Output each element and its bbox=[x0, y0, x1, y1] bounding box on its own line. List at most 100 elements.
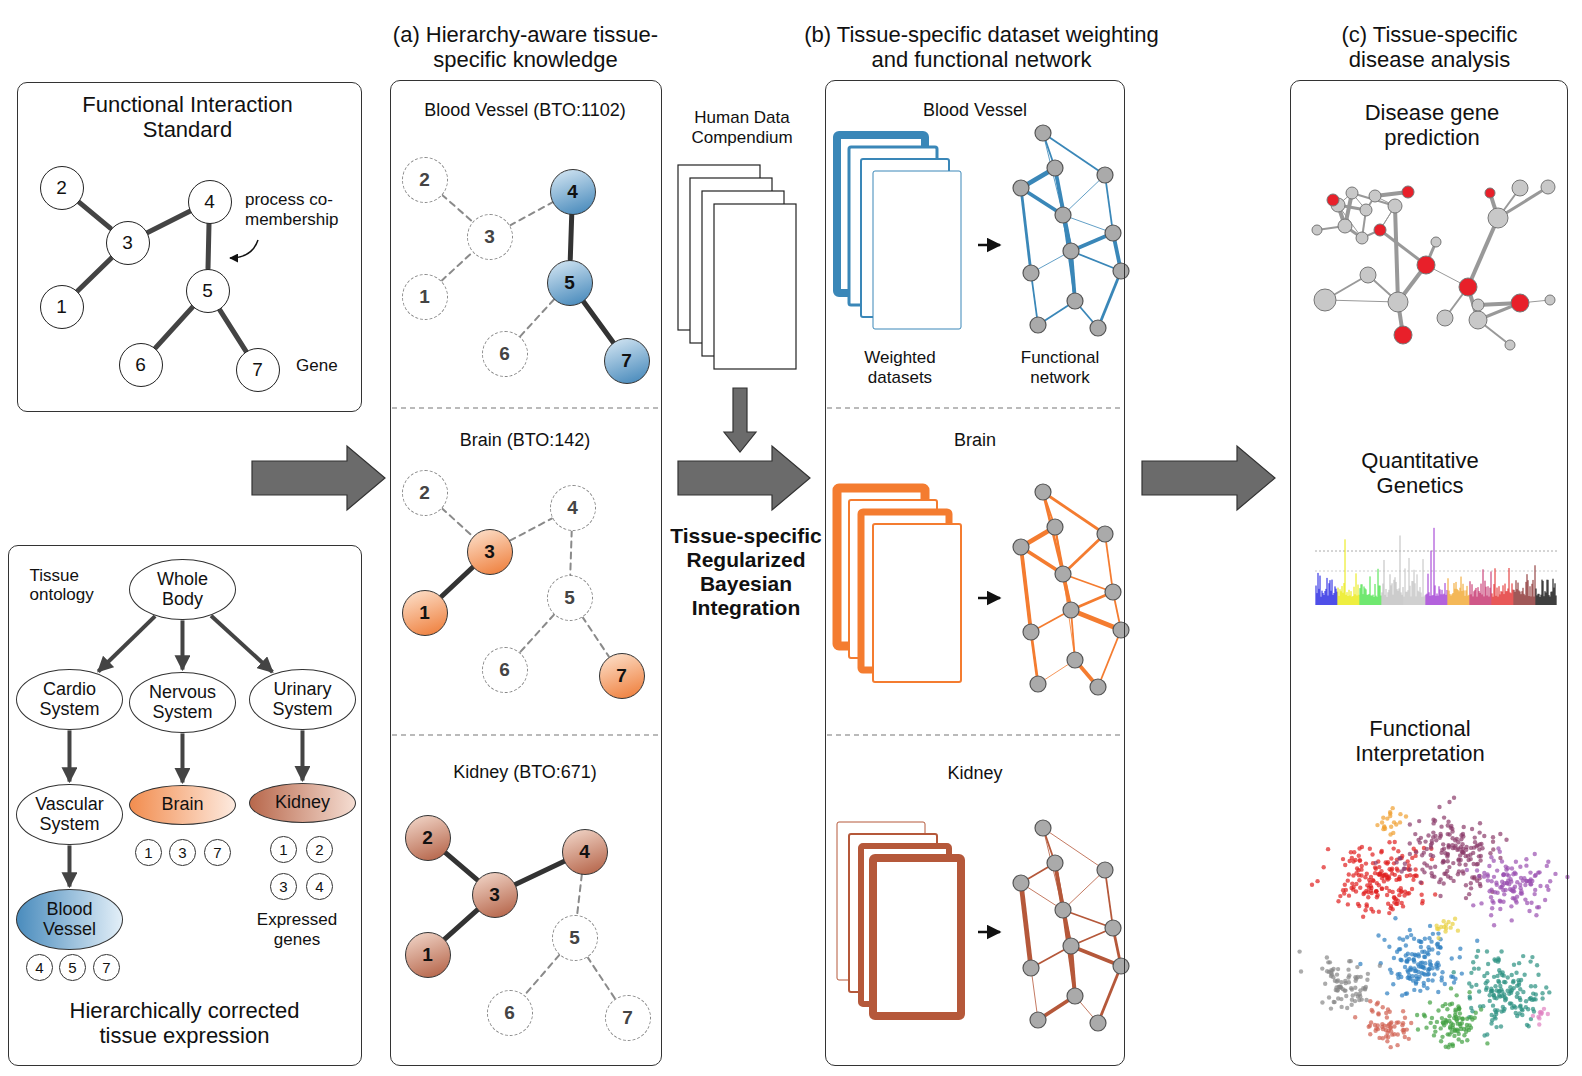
manhattan-plot bbox=[1503, 585, 1504, 605]
manhattan-plot bbox=[1449, 591, 1450, 605]
cluster-plot bbox=[1502, 872, 1506, 876]
cluster-plot bbox=[1448, 1025, 1452, 1029]
cluster-plot bbox=[1451, 879, 1455, 883]
cluster-plot bbox=[1436, 941, 1440, 945]
manhattan-plot bbox=[1534, 597, 1535, 605]
cluster-plot bbox=[1487, 889, 1491, 893]
cluster-plot bbox=[1517, 961, 1521, 965]
cluster-plot bbox=[1403, 1035, 1407, 1039]
cluster-plot bbox=[1439, 1026, 1443, 1030]
gene-circle: 2 bbox=[306, 836, 333, 863]
cluster-plot bbox=[1469, 984, 1473, 988]
functional-network bbox=[1030, 1012, 1046, 1028]
cluster-plot bbox=[1536, 870, 1540, 874]
panel-box: (c) Tissue-specific disease analysis bbox=[1290, 80, 1568, 1066]
cluster-plot bbox=[1460, 842, 1464, 846]
cluster-plot bbox=[1368, 1032, 1372, 1036]
cluster-plot bbox=[1398, 812, 1402, 816]
tissue-ellipse: Whole Body bbox=[129, 559, 237, 621]
cluster-plot bbox=[1393, 873, 1397, 877]
cluster-plot bbox=[1440, 1035, 1444, 1039]
manhattan-plot bbox=[1427, 594, 1428, 605]
connector bbox=[587, 957, 615, 999]
disease-network bbox=[1469, 311, 1487, 329]
cluster-plot bbox=[1450, 1030, 1454, 1034]
disease-network bbox=[1346, 187, 1358, 199]
cluster-plot bbox=[1387, 911, 1391, 915]
cluster-plot bbox=[1385, 991, 1389, 995]
cluster-plot bbox=[1512, 963, 1516, 967]
weighted-dataset bbox=[873, 171, 961, 329]
cluster-plot bbox=[1500, 990, 1504, 994]
gene-circle: 5 bbox=[552, 915, 598, 961]
manhattan-plot bbox=[1500, 594, 1501, 605]
cluster-plot bbox=[1474, 955, 1478, 959]
cluster-plot bbox=[1405, 958, 1409, 962]
cluster-plot bbox=[1462, 1033, 1466, 1037]
cluster-plot bbox=[1422, 1013, 1426, 1017]
functional-network bbox=[1105, 870, 1113, 928]
block-arrow bbox=[678, 446, 810, 510]
cluster-plot bbox=[1474, 1011, 1478, 1015]
connector bbox=[147, 211, 190, 232]
cluster-plot bbox=[1436, 990, 1440, 994]
manhattan-plot bbox=[1472, 584, 1473, 605]
manhattan-plot bbox=[1446, 595, 1447, 605]
cluster-plot bbox=[1432, 1033, 1436, 1037]
cluster-plot bbox=[1408, 841, 1412, 845]
cluster-plot bbox=[1410, 856, 1414, 860]
functional-network bbox=[1023, 265, 1039, 281]
manhattan-plot bbox=[1373, 595, 1374, 605]
node-text: 1 bbox=[419, 602, 430, 624]
manhattan-plot bbox=[1466, 590, 1467, 605]
cluster-plot bbox=[1423, 955, 1427, 959]
manhattan-plot bbox=[1339, 596, 1340, 605]
cluster-plot bbox=[1358, 858, 1362, 862]
cluster-plot bbox=[1443, 982, 1447, 986]
manhattan-plot bbox=[1550, 597, 1551, 605]
cluster-plot bbox=[1349, 886, 1353, 890]
cluster-plot bbox=[1417, 939, 1421, 943]
cluster-plot bbox=[1418, 840, 1422, 844]
cluster-plot bbox=[1374, 1026, 1378, 1030]
cluster-plot bbox=[1387, 840, 1391, 844]
cluster-plot bbox=[1328, 960, 1332, 964]
cluster-plot bbox=[1460, 1040, 1464, 1044]
manhattan-plot bbox=[1423, 559, 1424, 605]
manhattan-plot bbox=[1378, 569, 1379, 605]
functional-network bbox=[1047, 519, 1063, 535]
manhattan-plot bbox=[1432, 596, 1433, 605]
cluster-plot bbox=[1468, 996, 1472, 1000]
manhattan-plot bbox=[1361, 584, 1362, 605]
cluster-plot bbox=[1489, 879, 1493, 883]
manhattan-plot bbox=[1410, 586, 1411, 605]
cluster-plot bbox=[1413, 867, 1417, 871]
cluster-plot bbox=[1399, 869, 1403, 873]
cluster-plot bbox=[1408, 977, 1412, 981]
cluster-plot bbox=[1413, 953, 1417, 957]
cluster-plot bbox=[1438, 836, 1442, 840]
cluster-plot bbox=[1408, 822, 1412, 826]
cluster-plot bbox=[1475, 868, 1479, 872]
gene-circle: 7 bbox=[204, 839, 231, 866]
manhattan-plot bbox=[1482, 594, 1483, 605]
cluster-plot bbox=[1395, 950, 1399, 954]
cluster-plot bbox=[1353, 975, 1357, 979]
cluster-plot bbox=[1458, 853, 1462, 857]
manhattan-plot bbox=[1407, 592, 1408, 605]
cluster-plot bbox=[1325, 969, 1329, 973]
small-arrow bbox=[978, 598, 1000, 599]
cluster-plot bbox=[1509, 918, 1513, 922]
cluster-plot bbox=[1431, 932, 1435, 936]
manhattan-plot bbox=[1462, 591, 1463, 605]
cluster-plot bbox=[1442, 815, 1446, 819]
functional-network bbox=[1105, 584, 1121, 600]
manhattan-plot bbox=[1457, 589, 1458, 605]
cluster-plot bbox=[1536, 973, 1540, 977]
gene-circle: 5 bbox=[547, 575, 593, 621]
cluster-plot bbox=[1487, 864, 1491, 868]
functional-network bbox=[1113, 263, 1129, 279]
cluster-plot bbox=[1385, 1015, 1389, 1019]
manhattan-plot bbox=[1552, 592, 1553, 605]
disease-network bbox=[1505, 340, 1515, 350]
